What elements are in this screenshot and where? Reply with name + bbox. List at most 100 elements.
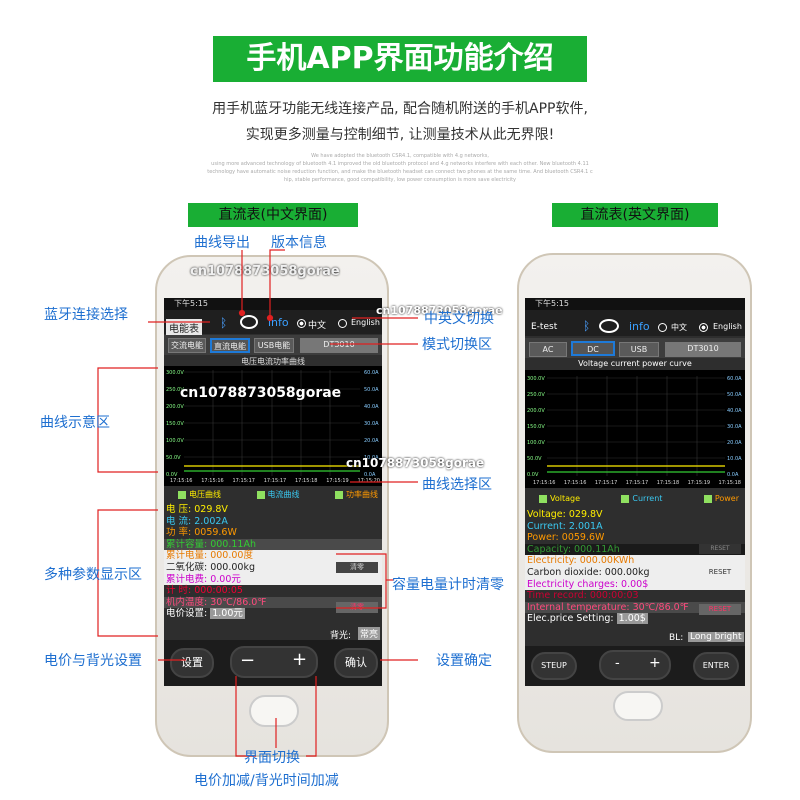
chart-title: 电压电流功率曲线 [241, 357, 305, 366]
fine-print-4: hip, stable performance, good compatibil… [283, 177, 517, 183]
reset-button-2[interactable]: RESET [699, 566, 741, 578]
plus-button-en[interactable]: + [649, 655, 661, 671]
mode-dc-en[interactable]: DC [571, 341, 615, 356]
screen-en: 下午5:15 E-test ᛒ info 中文 English AC DC US… [525, 298, 745, 686]
param-voltage-en: Voltage: 029.8V [527, 509, 603, 520]
status-bar: 下午5:15 [164, 298, 382, 310]
section-label-cn: 直流表(中文界面) [188, 203, 358, 227]
info-link[interactable]: info [268, 316, 289, 329]
mode-dc[interactable]: 直流电能 [210, 338, 250, 353]
radio-en[interactable] [338, 319, 347, 328]
radio-en-label: English [351, 318, 380, 327]
home-button[interactable] [249, 695, 299, 727]
check-voltage[interactable]: 电压曲线 [178, 489, 221, 500]
curve-select-en: Voltage Current Power [539, 494, 739, 503]
check-power[interactable]: 功率曲线 [335, 489, 378, 500]
y-axis-right-en: 60.0A 50.0A 40.0A 30.0A 20.0A 10.0A 0.0A [727, 376, 742, 478]
watermark-4: cn1078873058gorae [376, 304, 503, 317]
mode-ac-en[interactable]: AC [529, 342, 567, 357]
param-temp-en: Internal temperature: 30℃/86.0℉ [525, 601, 745, 614]
param-capacity: 累计容量: 000.11Ah [164, 538, 382, 551]
curve-select: 电压曲线 电流曲线 功率曲线 [178, 489, 378, 500]
app-tag-en: E-test [531, 322, 558, 332]
param-current-en: Current: 2.001A [527, 520, 603, 532]
settings-button[interactable]: 设置 [170, 648, 214, 678]
top-bar-en [525, 310, 745, 336]
annotation-switch: 界面切换 [244, 750, 300, 766]
confirm-button[interactable]: 确认 [334, 648, 378, 678]
reset-button-3[interactable]: RESET [699, 604, 741, 615]
price-value[interactable]: 1.00元 [210, 608, 245, 620]
radio-cn[interactable] [297, 319, 306, 328]
check-current[interactable]: 电流曲线 [256, 489, 300, 500]
radio-en[interactable] [699, 323, 708, 332]
radio-cn-label: 中文 [308, 321, 327, 331]
minus-button-en[interactable]: - [615, 656, 620, 671]
annotation-curve-select: 曲线选择区 [422, 477, 492, 493]
annotation-params: 多种参数显示区 [44, 567, 142, 583]
fine-print-1: We have adopted the bluetooth CSR4.1, co… [311, 153, 489, 159]
mode-usb-en[interactable]: USB [619, 342, 659, 357]
mode-usb[interactable]: USB电能 [254, 338, 294, 353]
curve-export-icon[interactable] [599, 319, 619, 333]
price-value-en[interactable]: 1.00$ [616, 613, 648, 625]
param-co2-en: Carbon dioxide: 000.00kg [525, 566, 745, 579]
annotation-bluetooth: 蓝牙连接选择 [44, 307, 128, 323]
bl-label-en: BL: [669, 633, 684, 643]
curve-export-icon[interactable] [240, 315, 258, 329]
intro-line-2: 实现更多测量与控制细节, 让测量技术从此无界限! [245, 127, 555, 143]
enter-button-en[interactable]: ENTER [693, 652, 739, 680]
chart-grid [184, 370, 360, 476]
annotation-mode: 模式切换区 [422, 337, 492, 353]
intro-line-1: 用手机蓝牙功能无线连接产品, 配合随机附送的手机APP软件, [212, 101, 588, 117]
param-energy: 累计电量: 000.00度 [164, 550, 382, 562]
annotation-price: 电价与背光设置 [44, 653, 142, 669]
bl-value-en[interactable]: Long bright [688, 632, 744, 642]
watermark-3: cn1078873058gorae [346, 456, 485, 470]
adjust-pill-en [599, 650, 671, 680]
check-current-en[interactable]: Current [621, 494, 662, 503]
param-temp: 机内温度: 30℃/86.0℉ [164, 596, 382, 609]
bluetooth-icon[interactable]: ᛒ [220, 316, 228, 330]
params-panel-en: Voltage: 029.8V Current: 2.001A Power: 0… [525, 509, 745, 625]
annotation-plus-minus: 电价加减/背光时间加减 [194, 773, 339, 789]
adjust-pill [230, 646, 318, 678]
param-power: 功 率: 0059.6W [166, 527, 237, 539]
annotation-language: 中英文切换 [424, 311, 494, 327]
plus-button[interactable]: + [292, 649, 308, 670]
annotation-curve-area: 曲线示意区 [40, 415, 110, 431]
annotation-version: 版本信息 [271, 235, 327, 251]
param-timer: 计 时: 000:00:05 [166, 585, 243, 597]
param-current: 电 流: 2.002A [166, 515, 228, 527]
check-voltage-en[interactable]: Voltage [539, 494, 580, 503]
screen-cn: 下午5:15 电能表 ᛒ info 中文 English 交流电能 直流电能 U… [164, 298, 382, 686]
params-panel: 电 压: 029.8V 电 流: 2.002A 功 率: 0059.6W 累计容… [164, 504, 382, 620]
fine-print-3: technology have automatic noise reductio… [207, 169, 593, 175]
check-power-en[interactable]: Power [703, 494, 739, 503]
bluetooth-icon[interactable]: ᛒ [583, 319, 591, 333]
info-link-en[interactable]: info [629, 320, 650, 333]
param-power-en: Power: 0059.6W [527, 532, 605, 544]
y-axis-left-en: 300.0V 250.0V 200.0V 150.0V 100.0V 50.0V… [527, 376, 545, 478]
watermark-1: cn1078873058gorae [190, 264, 340, 279]
setup-button-en[interactable]: STEUP [531, 652, 577, 680]
page-title: 手机APP界面功能介绍 [213, 36, 587, 82]
mode-ac[interactable]: 交流电能 [168, 338, 206, 353]
param-voltage: 电 压: 029.8V [166, 504, 228, 515]
bl-value[interactable]: 常亮 [358, 627, 381, 640]
param-energy-en: Electricity: 000.00KWh [525, 555, 745, 567]
status-bar-en: 下午5:15 [525, 298, 745, 310]
radio-cn[interactable] [658, 323, 667, 332]
annotation-reset: 容量电量计时清零 [392, 577, 504, 593]
price-row: 电价设置: 1.00元 [164, 608, 382, 620]
price-label-en: Elec.price Setting: [527, 613, 614, 625]
minus-button[interactable]: − [240, 650, 256, 671]
reset-button-1[interactable]: RESET [699, 544, 741, 554]
clear-button-1[interactable]: 清零 [336, 562, 378, 573]
param-capacity-en: Capacity: 000.11Ah [525, 543, 745, 556]
home-button-en[interactable] [613, 691, 663, 721]
y-axis-left: 300.0V 250.0V 200.0V 150.0V 100.0V 50.0V… [166, 370, 184, 478]
